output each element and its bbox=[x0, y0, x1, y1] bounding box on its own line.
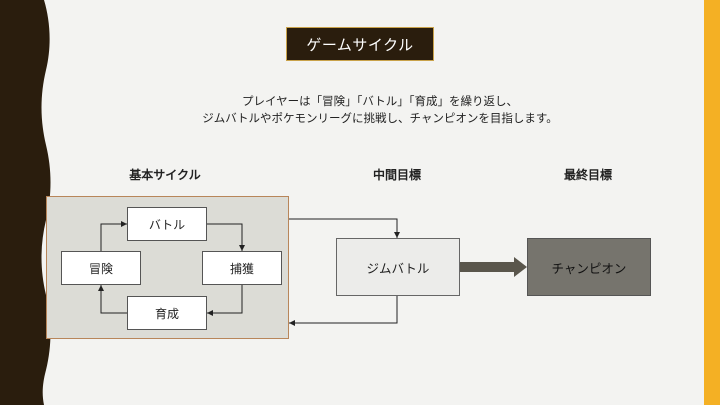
node-gym-battle-label: ジムバトル bbox=[366, 260, 430, 276]
node-training: 育成 bbox=[127, 296, 207, 330]
column-heading-final-goal: 最終目標 bbox=[563, 168, 612, 182]
node-champion-label: チャンピオン bbox=[551, 260, 627, 276]
arrow-gym-to-champion bbox=[460, 257, 527, 277]
node-battle: バトル bbox=[127, 207, 207, 241]
slide-title-text: ゲームサイクル bbox=[306, 35, 414, 54]
node-capture: 捕獲 bbox=[202, 251, 282, 285]
node-adventure-label: 冒険 bbox=[88, 261, 113, 276]
left-wave-decoration bbox=[0, 0, 51, 405]
slide-title: ゲームサイクル bbox=[286, 27, 434, 61]
node-training-label: 育成 bbox=[154, 306, 179, 321]
column-heading-mid-goal: 中間目標 bbox=[372, 168, 421, 182]
node-adventure: 冒険 bbox=[61, 251, 141, 285]
arrow-gym-to-cycle bbox=[289, 296, 398, 326]
node-champion: チャンピオン bbox=[527, 238, 651, 296]
column-heading-basic-cycle: 基本サイクル bbox=[129, 168, 201, 182]
description-line-1: プレイヤーは「冒険」「バトル」「育成」を繰り返し、 bbox=[242, 94, 518, 108]
right-accent-bar bbox=[704, 0, 720, 405]
description-line-2: ジムバトルやポケモンリーグに挑戦し、チャンピオンを目指します。 bbox=[202, 111, 558, 125]
node-capture-label: 捕獲 bbox=[229, 261, 254, 276]
arrow-cycle-to-gym bbox=[289, 218, 400, 238]
node-gym-battle: ジムバトル bbox=[336, 238, 460, 296]
node-battle-label: バトル bbox=[148, 217, 186, 232]
